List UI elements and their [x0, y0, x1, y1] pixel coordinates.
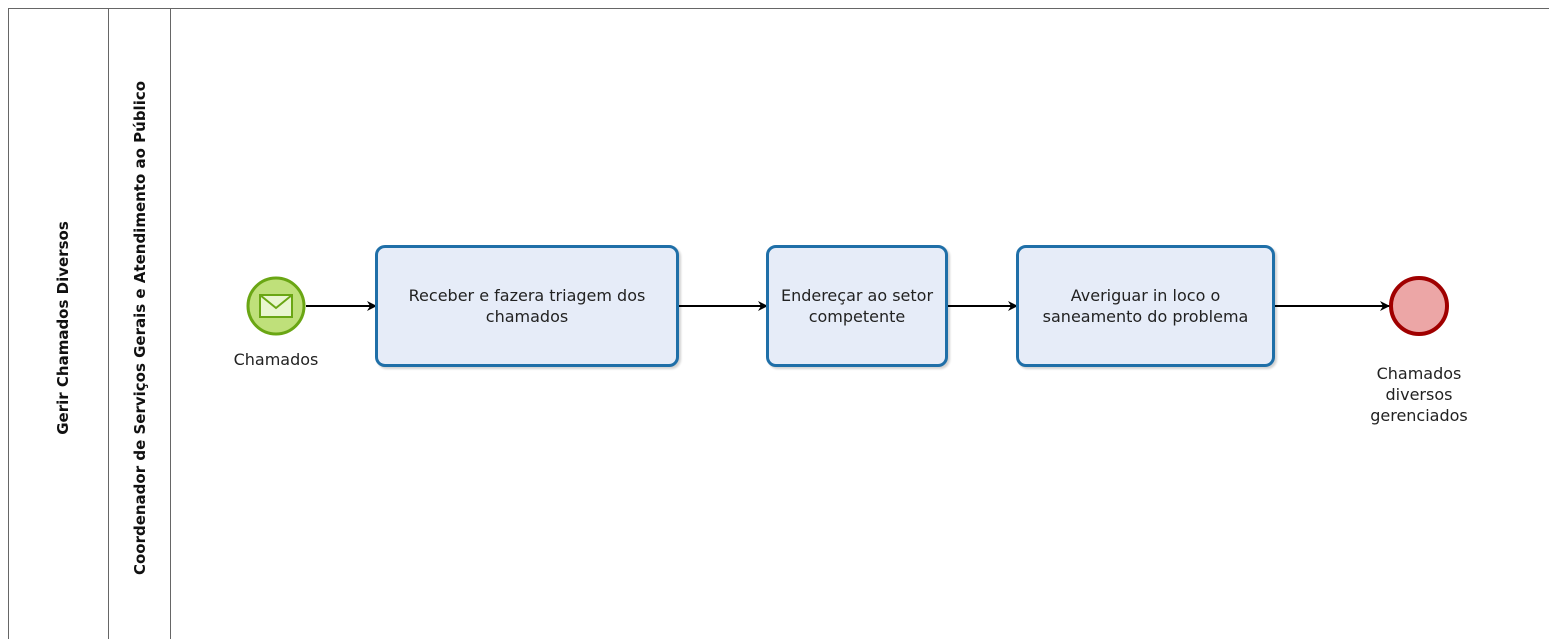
- start-event-label: Chamados: [233, 350, 319, 369]
- envelope-icon: [259, 294, 293, 318]
- task-label: Averiguar in loco o saneamento do proble…: [1042, 286, 1249, 326]
- task-label: Receber e fazera triagem dos chamados: [408, 286, 646, 326]
- start-event[interactable]: [246, 276, 306, 336]
- lane-header-divider: [170, 8, 171, 639]
- end-event-label: Chamados diversos gerenciados: [1370, 364, 1468, 425]
- pool-border: [8, 8, 1549, 639]
- task-label: Endereçar ao setor competente: [780, 286, 934, 326]
- pool-header-divider: [108, 8, 109, 639]
- task-enderecar-setor[interactable]: Endereçar ao setor competente: [766, 245, 948, 367]
- task-averiguar-saneamento[interactable]: Averiguar in loco o saneamento do proble…: [1016, 245, 1275, 367]
- end-event[interactable]: [1389, 276, 1449, 336]
- task-receber-triagem[interactable]: Receber e fazera triagem dos chamados: [375, 245, 679, 367]
